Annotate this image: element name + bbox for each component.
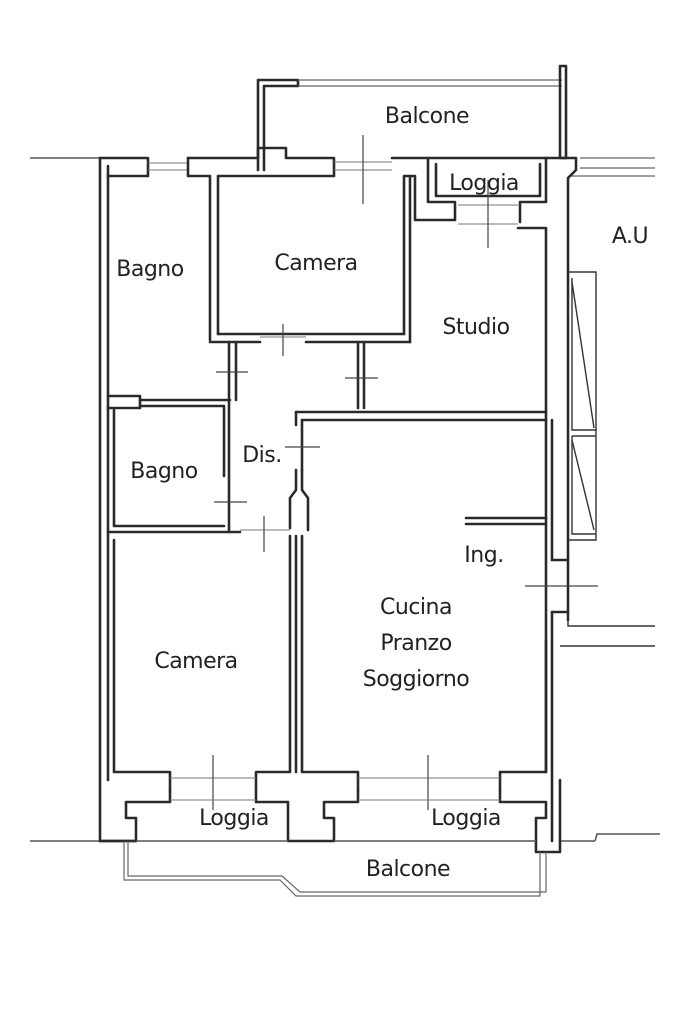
label-studio: Studio <box>442 315 509 340</box>
facade-lines <box>30 157 660 842</box>
outer-walls <box>98 135 457 843</box>
corridor-walls <box>216 340 548 532</box>
camera-1-walls <box>208 324 412 356</box>
stair-elements <box>560 271 655 647</box>
balcony-bottom <box>123 841 547 897</box>
room-labels: Balcone Loggia A.U Bagno Camera Studio B… <box>116 104 648 882</box>
loggia-top <box>426 156 578 622</box>
label-balcone-bottom: Balcone <box>366 857 450 882</box>
bagno-2-walls <box>106 394 290 552</box>
label-dis: Dis. <box>242 443 282 468</box>
camera-2-walls <box>112 534 298 810</box>
label-loggia-top: Loggia <box>449 171 519 196</box>
label-soggiorno: Soggiorno <box>363 667 470 692</box>
living-walls <box>300 418 598 843</box>
label-bagno-1: Bagno <box>116 257 183 282</box>
label-loggia-br: Loggia <box>431 806 501 831</box>
label-cucina: Cucina <box>380 595 452 620</box>
label-ing: Ing. <box>464 543 503 568</box>
loggia-bottom <box>98 778 562 854</box>
label-bagno-2: Bagno <box>130 459 197 484</box>
label-camera-1: Camera <box>274 251 357 276</box>
label-pranzo: Pranzo <box>380 631 451 656</box>
label-loggia-bl: Loggia <box>199 806 269 831</box>
label-camera-2: Camera <box>154 649 237 674</box>
label-balcone-top: Balcone <box>385 104 469 129</box>
label-au: A.U <box>612 224 648 249</box>
balcony-top <box>256 64 568 172</box>
